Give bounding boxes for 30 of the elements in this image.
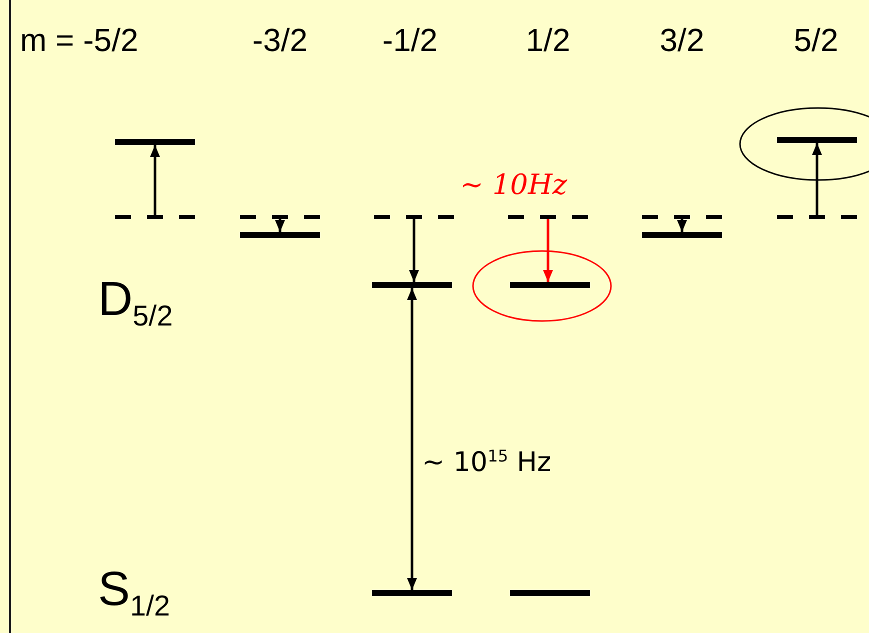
energy-level bbox=[115, 139, 195, 145]
arrow bbox=[150, 145, 160, 215]
arrow bbox=[812, 143, 822, 215]
level-label: S$_{1/2}$ bbox=[98, 562, 170, 624]
dashed-level bbox=[374, 215, 454, 219]
energy-level bbox=[372, 590, 452, 596]
arrow bbox=[275, 219, 285, 232]
dashed-level bbox=[642, 215, 722, 219]
energy-level bbox=[510, 590, 590, 596]
frequency-label: ∼ 10Hz bbox=[460, 168, 568, 201]
energy-level bbox=[642, 232, 722, 238]
energy-level bbox=[510, 282, 590, 288]
dashed-level bbox=[777, 215, 857, 219]
dashed-level bbox=[508, 215, 588, 219]
dashed-level bbox=[115, 215, 195, 219]
energy-level bbox=[777, 137, 857, 143]
quantum-number: 1/2 bbox=[526, 22, 570, 59]
quantum-number: 5/2 bbox=[794, 22, 838, 59]
arrow bbox=[407, 288, 417, 590]
arrow bbox=[543, 219, 553, 282]
quantum-number: -1/2 bbox=[382, 22, 438, 59]
quantum-number: 3/2 bbox=[660, 22, 704, 59]
axis-label: m = -5/2 bbox=[20, 22, 138, 59]
energy-level bbox=[240, 232, 320, 238]
dashed-level bbox=[240, 215, 320, 219]
arrow bbox=[677, 219, 687, 232]
quantum-number: -3/2 bbox=[252, 22, 308, 59]
level-label: D$_{5/2}$ bbox=[98, 272, 173, 334]
energy-level bbox=[372, 282, 452, 288]
arrow bbox=[409, 219, 419, 282]
